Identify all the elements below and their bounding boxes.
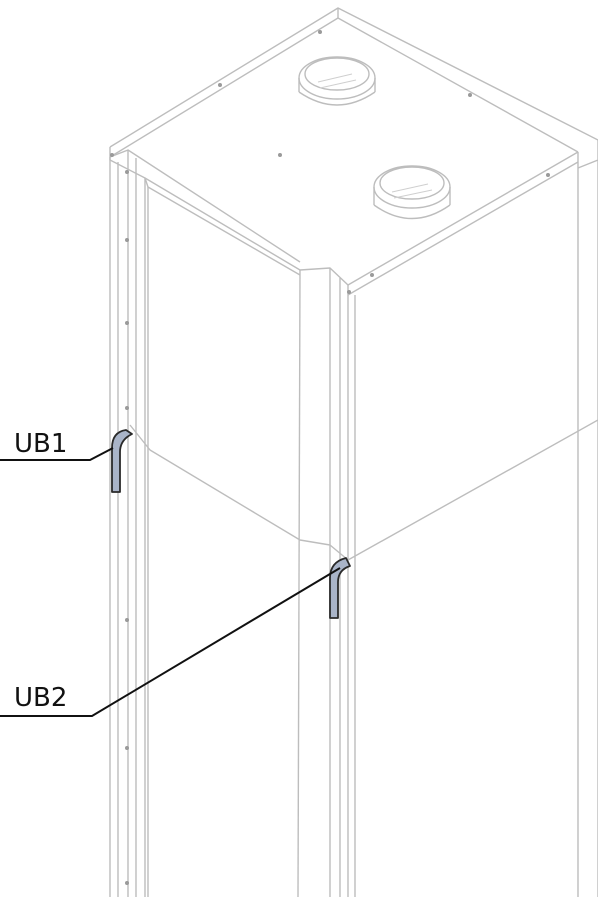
cabinet-top <box>109 7 598 296</box>
ub1-leader-line <box>0 447 114 461</box>
panel-split <box>129 419 598 561</box>
right-back-post <box>577 152 598 897</box>
callout-ub2: UB2 <box>0 567 341 717</box>
screws <box>110 30 550 885</box>
ub2-label: UB2 <box>14 683 67 713</box>
ub2-tube <box>329 557 351 619</box>
center-corner-post <box>297 268 356 897</box>
ub1-tube <box>111 429 133 493</box>
callout-ub1: UB1 <box>0 429 114 461</box>
ub2-leader-line <box>0 567 341 717</box>
left-corner-post <box>109 150 149 897</box>
ub1-label: UB1 <box>14 429 67 459</box>
duct-collar-rear <box>298 56 376 106</box>
duct-collar-front <box>373 165 451 220</box>
